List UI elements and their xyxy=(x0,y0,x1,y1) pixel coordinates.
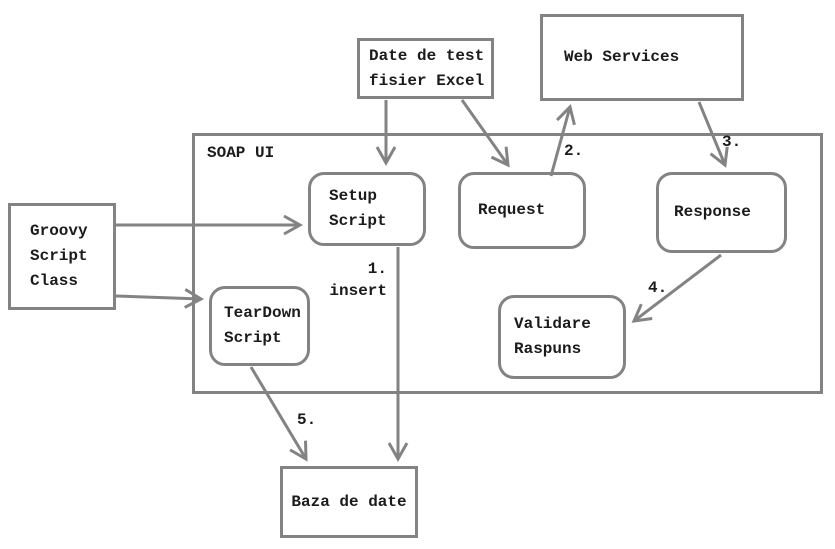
edge-label-step5: 5. xyxy=(297,411,317,429)
edge-label-step3: 3. xyxy=(722,133,742,151)
node-date-test-excel: Date de test fisier Excel xyxy=(357,38,494,99)
edge-groovy-to-teardown xyxy=(115,288,205,309)
edge-label-step4: 4. xyxy=(648,279,668,297)
node-setup-script: Setup Script xyxy=(308,172,426,246)
node-teardown-script: TearDown Script xyxy=(209,286,310,366)
node-groovy-script-class: Groovy Script Class xyxy=(8,203,116,310)
soap-ui-container-label: SOAP UI xyxy=(207,144,275,162)
node-web-services: Web Services xyxy=(540,14,744,101)
edge-label-step1-insert: 1. insert xyxy=(329,260,387,300)
node-baza-de-date: Baza de date xyxy=(280,466,418,538)
node-validare-raspuns: Validare Raspuns xyxy=(498,295,626,379)
node-request: Request xyxy=(458,172,586,249)
edge-label-step2: 2. xyxy=(564,142,584,160)
node-response: Response xyxy=(656,172,787,253)
